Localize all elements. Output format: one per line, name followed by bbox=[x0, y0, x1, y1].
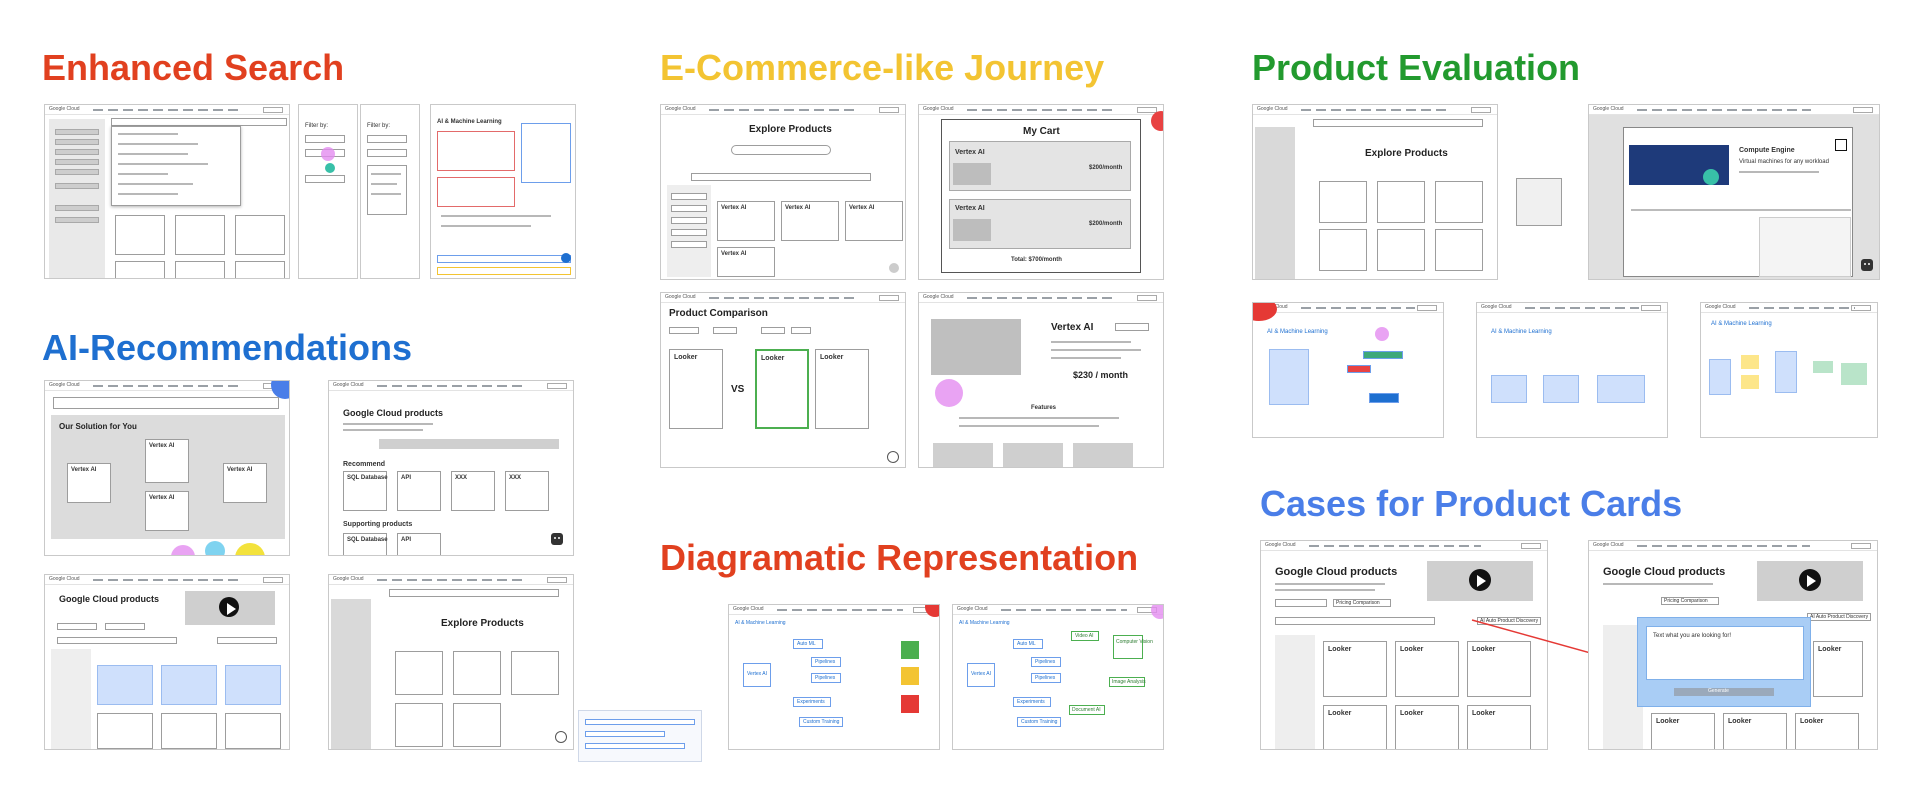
wireframe-product-comparison: Google Cloud Product Comparison Looker V… bbox=[660, 292, 906, 468]
wireframe-explore-compare: Google Cloud Explore Products bbox=[1252, 104, 1498, 280]
title-diagramatic-representation: Diagramatic Representation bbox=[660, 537, 1139, 578]
wireframe-product-cards-b: Google Cloud Google Cloud products Prici… bbox=[1588, 540, 1878, 750]
title-enhanced-search: Enhanced Search bbox=[42, 47, 345, 88]
title-ecommerce-journey: E-Commerce-like Journey bbox=[660, 47, 1105, 88]
wireframe-my-cart: Google Cloud My Cart Vertex AI $200/mont… bbox=[918, 104, 1164, 280]
wireframe-search-dropdown: Google Cloud bbox=[44, 104, 290, 279]
wireframe-aiml-diagram-c: Google Cloud AI & Machine Learning bbox=[1700, 302, 1878, 438]
wireframe-compute-engine: Google Cloud Compute Engine Virtual mach… bbox=[1588, 104, 1880, 280]
wireframe-vertex-diagram-a: Google Cloud AI & Machine Learning Verte… bbox=[728, 604, 940, 750]
wireframe-filter-a: Filter by: bbox=[298, 104, 358, 279]
title-cases-product-cards: Cases for Product Cards bbox=[1260, 483, 1683, 524]
chat-popup bbox=[578, 710, 702, 762]
wireframe-explore-products: Google Cloud Explore Products Vertex AI … bbox=[660, 104, 906, 280]
wireframe-explore-products-chat: Google Cloud Explore Products bbox=[328, 574, 574, 750]
wireframe-gc-products-list: Google Cloud Google Cloud products bbox=[44, 574, 290, 750]
wireframe-aiml-diagram-b: Google Cloud AI & Machine Learning bbox=[1476, 302, 1668, 438]
wireframe-ai-chat-panel: AI & Machine Learning bbox=[430, 104, 576, 279]
wireframe-gc-recommend: Google Cloud Google Cloud products Recom… bbox=[328, 380, 574, 556]
compare-popover bbox=[1516, 178, 1562, 226]
title-product-evaluation: Product Evaluation bbox=[1252, 47, 1581, 88]
wireframe-filter-b: Filter by: bbox=[360, 104, 420, 279]
wireframe-product-cards-a: Google Cloud Google Cloud products Prici… bbox=[1260, 540, 1548, 750]
wireframe-aiml-diagram-a: Google Cloud AI & Machine Learning bbox=[1252, 302, 1444, 438]
wireframe-vertex-ai-detail: Google Cloud Vertex AI $230 / month Feat… bbox=[918, 292, 1164, 468]
title-ai-recommendations: AI-Recommendations bbox=[42, 327, 413, 368]
wireframe-vertex-diagram-b: Google Cloud AI & Machine Learning Verte… bbox=[952, 604, 1164, 750]
wireframe-solution-for-you: Google Cloud Our Solution for You Vertex… bbox=[44, 380, 290, 556]
